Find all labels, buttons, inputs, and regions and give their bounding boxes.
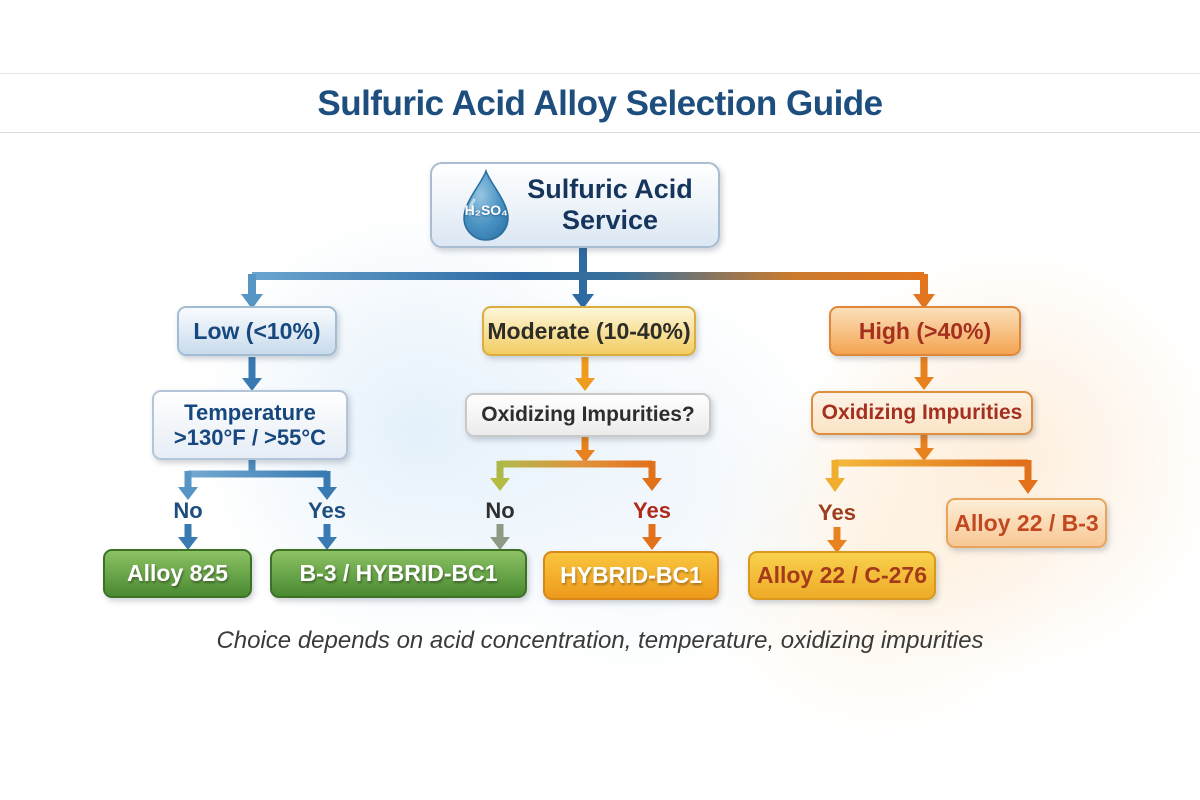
caption: Choice depends on acid concentration, te…	[216, 627, 984, 654]
h2so4-drop-icon: H₂SO₄	[457, 168, 515, 242]
label-low-no: No	[173, 498, 203, 523]
result-alloy-825: Alloy 825	[103, 549, 252, 598]
root-node-label: Sulfuric Acid Service	[527, 173, 693, 235]
page-title: Sulfuric Acid Alloy Selection Guide	[317, 84, 883, 123]
node-concentration-moderate: Moderate (10-40%)	[482, 306, 696, 356]
result-hybrid-bc1: HYBRID-BC1	[543, 551, 719, 600]
oxidizing-moderate-no-arrow	[490, 524, 510, 550]
node-sulfuric-acid-service: H₂SO₄ Sulfuric Acid Service	[430, 162, 720, 248]
drop-formula-label: H₂SO₄	[464, 201, 508, 218]
oxidizing-high-yes-arrow	[827, 527, 847, 553]
root-branch-connector	[241, 248, 935, 309]
oxidizing-high-split-connector	[825, 435, 1038, 494]
label-high-yes: Yes	[818, 500, 856, 525]
temperature-yes-arrow	[317, 524, 337, 550]
node-temperature: Temperature >130°F / >55°C	[152, 390, 348, 460]
node-concentration-high: High (>40%)	[829, 306, 1021, 356]
low-to-temperature-arrow	[242, 357, 262, 391]
result-alloy-22-b3: Alloy 22 / B-3	[946, 498, 1107, 548]
label-moderate-no: No	[485, 498, 515, 523]
high-to-oxidizing-arrow	[914, 357, 934, 390]
label-moderate-yes: Yes	[633, 498, 671, 523]
oxidizing-moderate-yes-arrow	[642, 524, 662, 550]
node-oxidizing-impurities-moderate: Oxidizing Impurities?	[465, 393, 711, 437]
label-low-yes: Yes	[308, 498, 346, 523]
node-oxidizing-impurities-high: Oxidizing Impurities	[811, 391, 1033, 435]
result-alloy-22-c276: Alloy 22 / C-276	[748, 551, 936, 600]
header-divider-top	[0, 73, 1200, 74]
node-concentration-low: Low (<10%)	[177, 306, 337, 356]
moderate-to-oxidizing-arrow	[575, 357, 595, 391]
temperature-split-connector	[178, 459, 337, 500]
oxidizing-moderate-split-connector	[490, 437, 662, 491]
result-b3-hybrid-bc1: B-3 / HYBRID-BC1	[270, 549, 527, 598]
header-divider-bottom	[0, 132, 1200, 133]
temperature-no-arrow	[178, 524, 198, 550]
